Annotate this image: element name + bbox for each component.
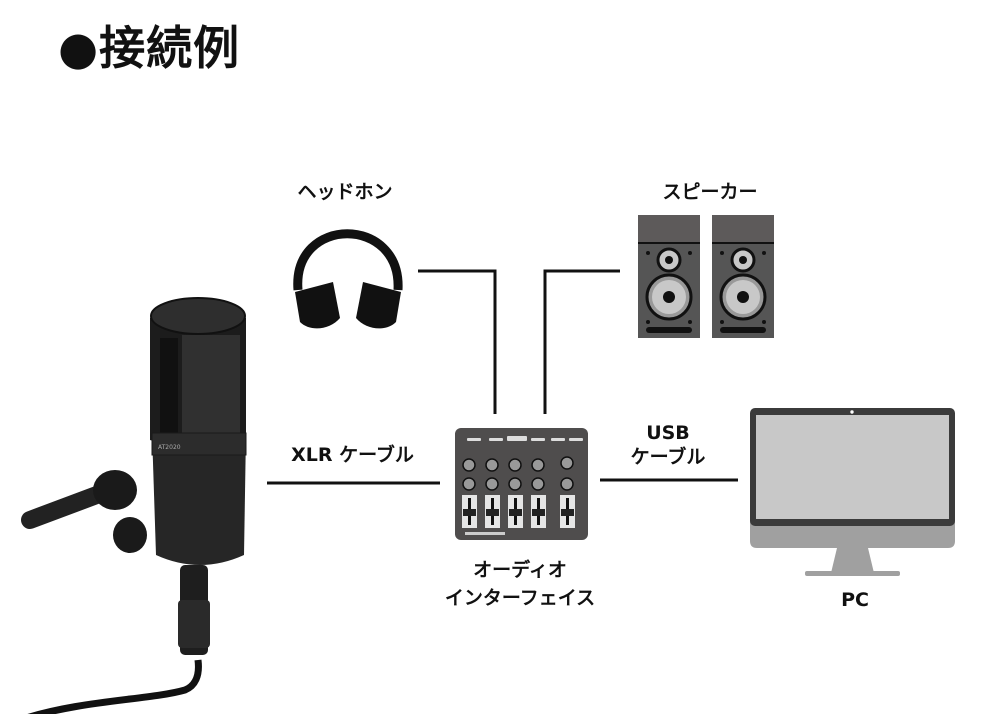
- svg-text:AT2020: AT2020: [158, 444, 181, 451]
- audio-interface-label-line2: インターフェイス: [444, 587, 596, 609]
- audio-interface-label-line1: オーディオ: [473, 559, 567, 581]
- headphone-label: ヘッドホン: [297, 181, 393, 203]
- pc-label: PC: [841, 589, 869, 611]
- page-title: ●接続例: [58, 21, 241, 75]
- speaker-icon-right: [712, 215, 774, 338]
- speaker-cable: [543, 269, 620, 414]
- usb-cable-label-line2: ケーブル: [630, 446, 706, 468]
- pc-monitor-icon: [750, 408, 955, 576]
- connection-lines: [267, 269, 738, 485]
- microphone-icon: AT2020: [21, 297, 247, 714]
- speaker-icon-left: [638, 215, 700, 338]
- usb-cable-label-line1: USB: [646, 422, 690, 444]
- xlr-cable-label: XLR ケーブル: [291, 444, 414, 466]
- headphone-cable: [418, 269, 497, 414]
- speaker-label: スピーカー: [662, 181, 758, 203]
- audio-interface-icon: [455, 428, 588, 540]
- headphone-icon: [293, 229, 403, 329]
